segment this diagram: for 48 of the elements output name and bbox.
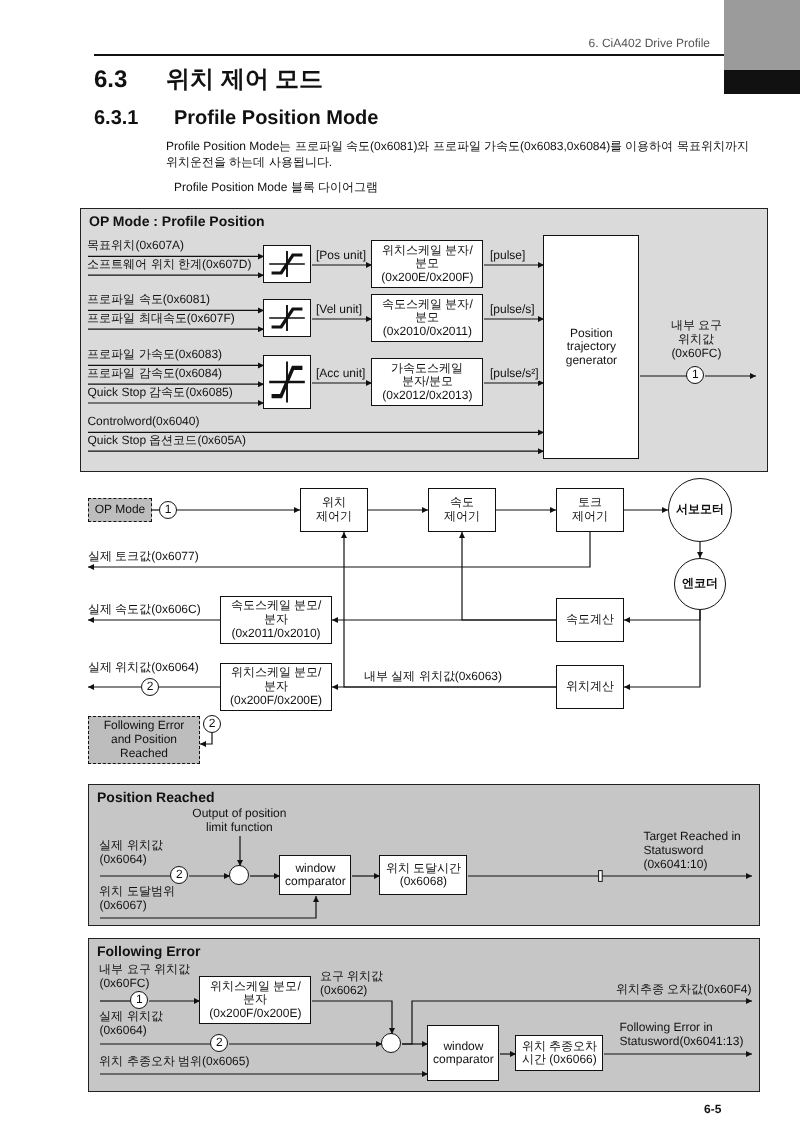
arrow: [623, 609, 701, 691]
arrow: [603, 1050, 753, 1058]
arrow: [499, 1050, 517, 1058]
arrow: [87, 307, 265, 314]
arrow: [623, 506, 669, 514]
arrow: [87, 381, 265, 388]
arrow: [176, 506, 301, 514]
arrow: [311, 1000, 396, 1035]
arrow: [467, 872, 753, 880]
arrow: [99, 895, 320, 919]
arrow: [311, 379, 373, 387]
arrow: [704, 372, 757, 380]
arrow: [188, 872, 231, 880]
arrow: [458, 531, 557, 621]
arrow: [87, 399, 265, 407]
section-heading: 6.3 위치 제어 모드: [94, 66, 324, 95]
arrow: [87, 429, 545, 436]
arrow: [99, 1070, 429, 1078]
diagram-panel: [80, 208, 768, 472]
arrow: [483, 261, 545, 269]
arrow: [311, 261, 373, 269]
arrow: [483, 315, 545, 323]
arrow: [87, 362, 265, 369]
arrow: [236, 835, 244, 867]
diagram-panel: [88, 784, 760, 926]
arrow: [228, 1040, 383, 1048]
arrow: [367, 506, 429, 514]
subsection-heading: 6.3.1 Profile Position Mode: [94, 106, 379, 130]
arrow: [87, 326, 265, 333]
arrow: [87, 683, 142, 691]
arrow: [401, 1040, 429, 1048]
arrow: [87, 531, 591, 571]
arrow: [87, 253, 265, 260]
arrow: [87, 448, 545, 455]
arrow: [87, 272, 265, 279]
arrow: [199, 732, 213, 748]
arrow: [311, 315, 373, 323]
summing-junction: [229, 865, 250, 886]
arrow: [351, 872, 381, 880]
arrow: [148, 997, 201, 1005]
arrow: [495, 506, 557, 514]
diagram-panel: [88, 938, 760, 1092]
arrow: [87, 616, 221, 624]
arrow: [696, 541, 704, 559]
summing-junction: [381, 1033, 402, 1054]
arrow: [340, 531, 557, 688]
arrow: [249, 872, 281, 880]
arrow: [483, 379, 545, 387]
